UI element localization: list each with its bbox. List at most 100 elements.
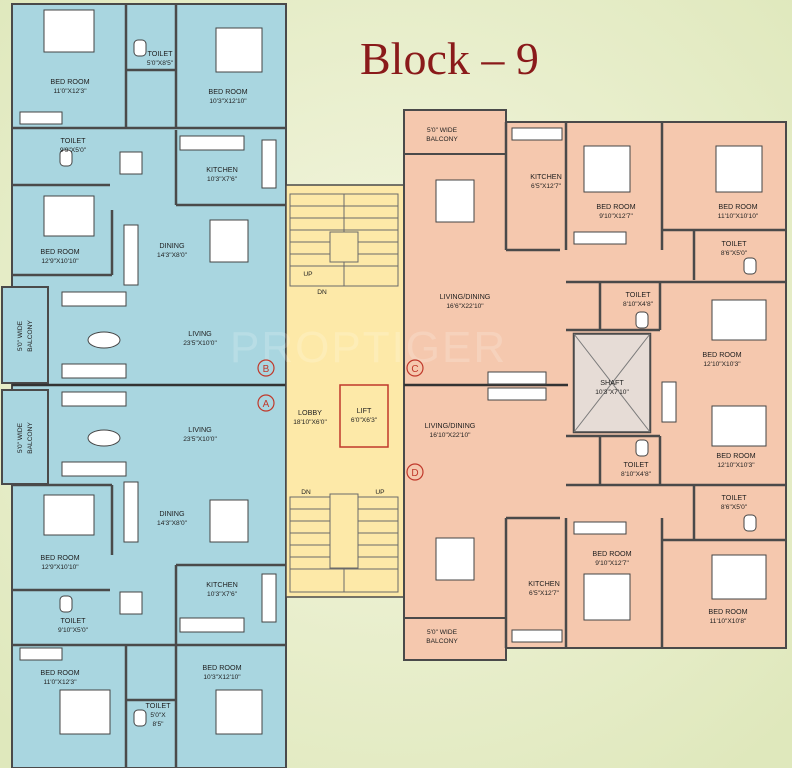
room-name: BED ROOM [702,350,741,359]
room-name: BED ROOM [202,663,241,672]
lift-shaft [339,384,389,448]
counter-icon [511,629,563,643]
bed-icon [583,145,631,193]
counter-icon [261,573,277,623]
right-flats [403,109,787,661]
room-dim: 14'3"X8'0" [157,520,188,527]
watermark: PROPTIGER [230,323,507,372]
balcony-line1: 5'0" WIDE [427,629,458,636]
room-name: BED ROOM [716,451,755,460]
marker-b: B [263,364,270,375]
toilet-icon [635,311,649,329]
stair-top [289,193,399,287]
balcony-line2: BALCONY [27,320,34,352]
core [285,184,405,598]
sink-icon [119,591,143,615]
wardrobe-icon [123,481,139,543]
room-name: BED ROOM [592,549,631,558]
room-name: BED ROOM [40,247,79,256]
room-dim: 11'10"X10'10" [718,213,759,220]
room-dim: 8'6"X5'0" [721,504,748,511]
stair-dn-label: DN [301,489,311,496]
left-bottom-walls [12,483,286,768]
bed-icon [711,554,767,600]
balcony-line1: 5'0" WIDE [17,320,24,351]
room-dim: 9'10"X12'7" [595,560,629,567]
room-name: BED ROOM [708,607,747,616]
stair-dn-label: DN [317,289,327,296]
lobby-dim: 18'10"X6'0" [293,419,327,426]
marker-d-circle [406,463,424,481]
room-dim: 5'0"X8'5" [147,60,174,67]
room-name: BED ROOM [718,202,757,211]
room-name: KITCHEN [528,579,560,588]
room-name: LIVING [188,329,212,338]
stair-up-label: UP [375,489,385,496]
room-name: BED ROOM [40,668,79,677]
wardrobe-icon [661,381,677,423]
balcony-line1: 5'0" WIDE [427,127,458,134]
toilet-icon [743,257,757,275]
room-name: KITCHEN [206,165,238,174]
room-dim: 23'5"X10'0" [183,340,217,347]
sofa-icon [61,391,127,407]
bed-icon [583,573,631,621]
room-dim: 5'0"X [150,712,166,719]
sofa-icon [61,291,127,307]
bed-icon [715,145,763,193]
right-balcony-bottom [403,617,507,661]
balcony-line1: 5'0" WIDE [17,422,24,453]
left-flats [1,3,287,768]
sofa-icon [61,461,127,477]
lift-dim: 6'0"X6'3" [351,417,378,424]
room-dim: 8'10"X4'8" [621,471,652,478]
room-dim: 11'10"X10'8" [710,618,747,625]
left-furniture [19,9,277,735]
sofa-icon [487,371,547,385]
room-name: LIVING/DINING [425,421,476,430]
sofa-icon [487,387,547,401]
room-dim: 9'9"X5'0" [60,147,87,154]
room-dim: 6'5"X12'7" [531,183,562,190]
dining-table-icon [435,537,475,581]
wardrobe-icon [123,224,139,286]
room-name: TOILET [60,616,86,625]
marker-c-circle [406,359,424,377]
room-name: TOILET [623,460,649,469]
room-dim: 10'3"X12'10" [209,98,247,105]
room-name: DINING [159,509,185,518]
toilet-icon [59,595,73,613]
counter-icon [179,617,245,633]
room-name: KITCHEN [206,580,238,589]
toilet-icon [59,149,73,167]
counter-icon [179,135,245,151]
block-title: Block – 9 [360,33,539,84]
shaft-name: SHAFT [600,378,624,387]
room-dim: 11'0"X12'3" [53,88,87,95]
bed-icon [43,494,95,536]
stair-bottom [289,493,399,593]
room-dim: 8'6"X5'0" [721,250,748,257]
room-name: BED ROOM [596,202,635,211]
room-dim: 16'6"X22'10" [446,303,484,310]
wardrobe-icon [573,231,627,245]
wardrobe-icon [19,647,63,661]
bed-icon [59,689,111,735]
room-dim: 8'5" [153,721,165,728]
left-balcony-top [1,286,49,384]
table-icon [87,429,121,447]
toilet-icon [635,439,649,457]
right-top-labels: 5'0" WIDE BALCONY KITCHEN 6'5"X12'7" BED… [426,127,759,396]
room-dim: 10'3"X7'6" [207,591,238,598]
right-bottom-labels: LIVING/DINING 16'10"X22'10" BED ROOM 12'… [425,421,756,645]
marker-b-circle [257,359,275,377]
dining-table-icon [435,179,475,223]
lift-name: LIFT [357,406,372,415]
room-dim: 8'10"X4'8" [623,301,654,308]
room-dim: 11'0"X12'3" [43,679,77,686]
marker-d: D [411,468,418,479]
room-dim: 12'9"X10'10" [41,564,79,571]
bed-icon [711,299,767,341]
counter-icon [261,139,277,189]
